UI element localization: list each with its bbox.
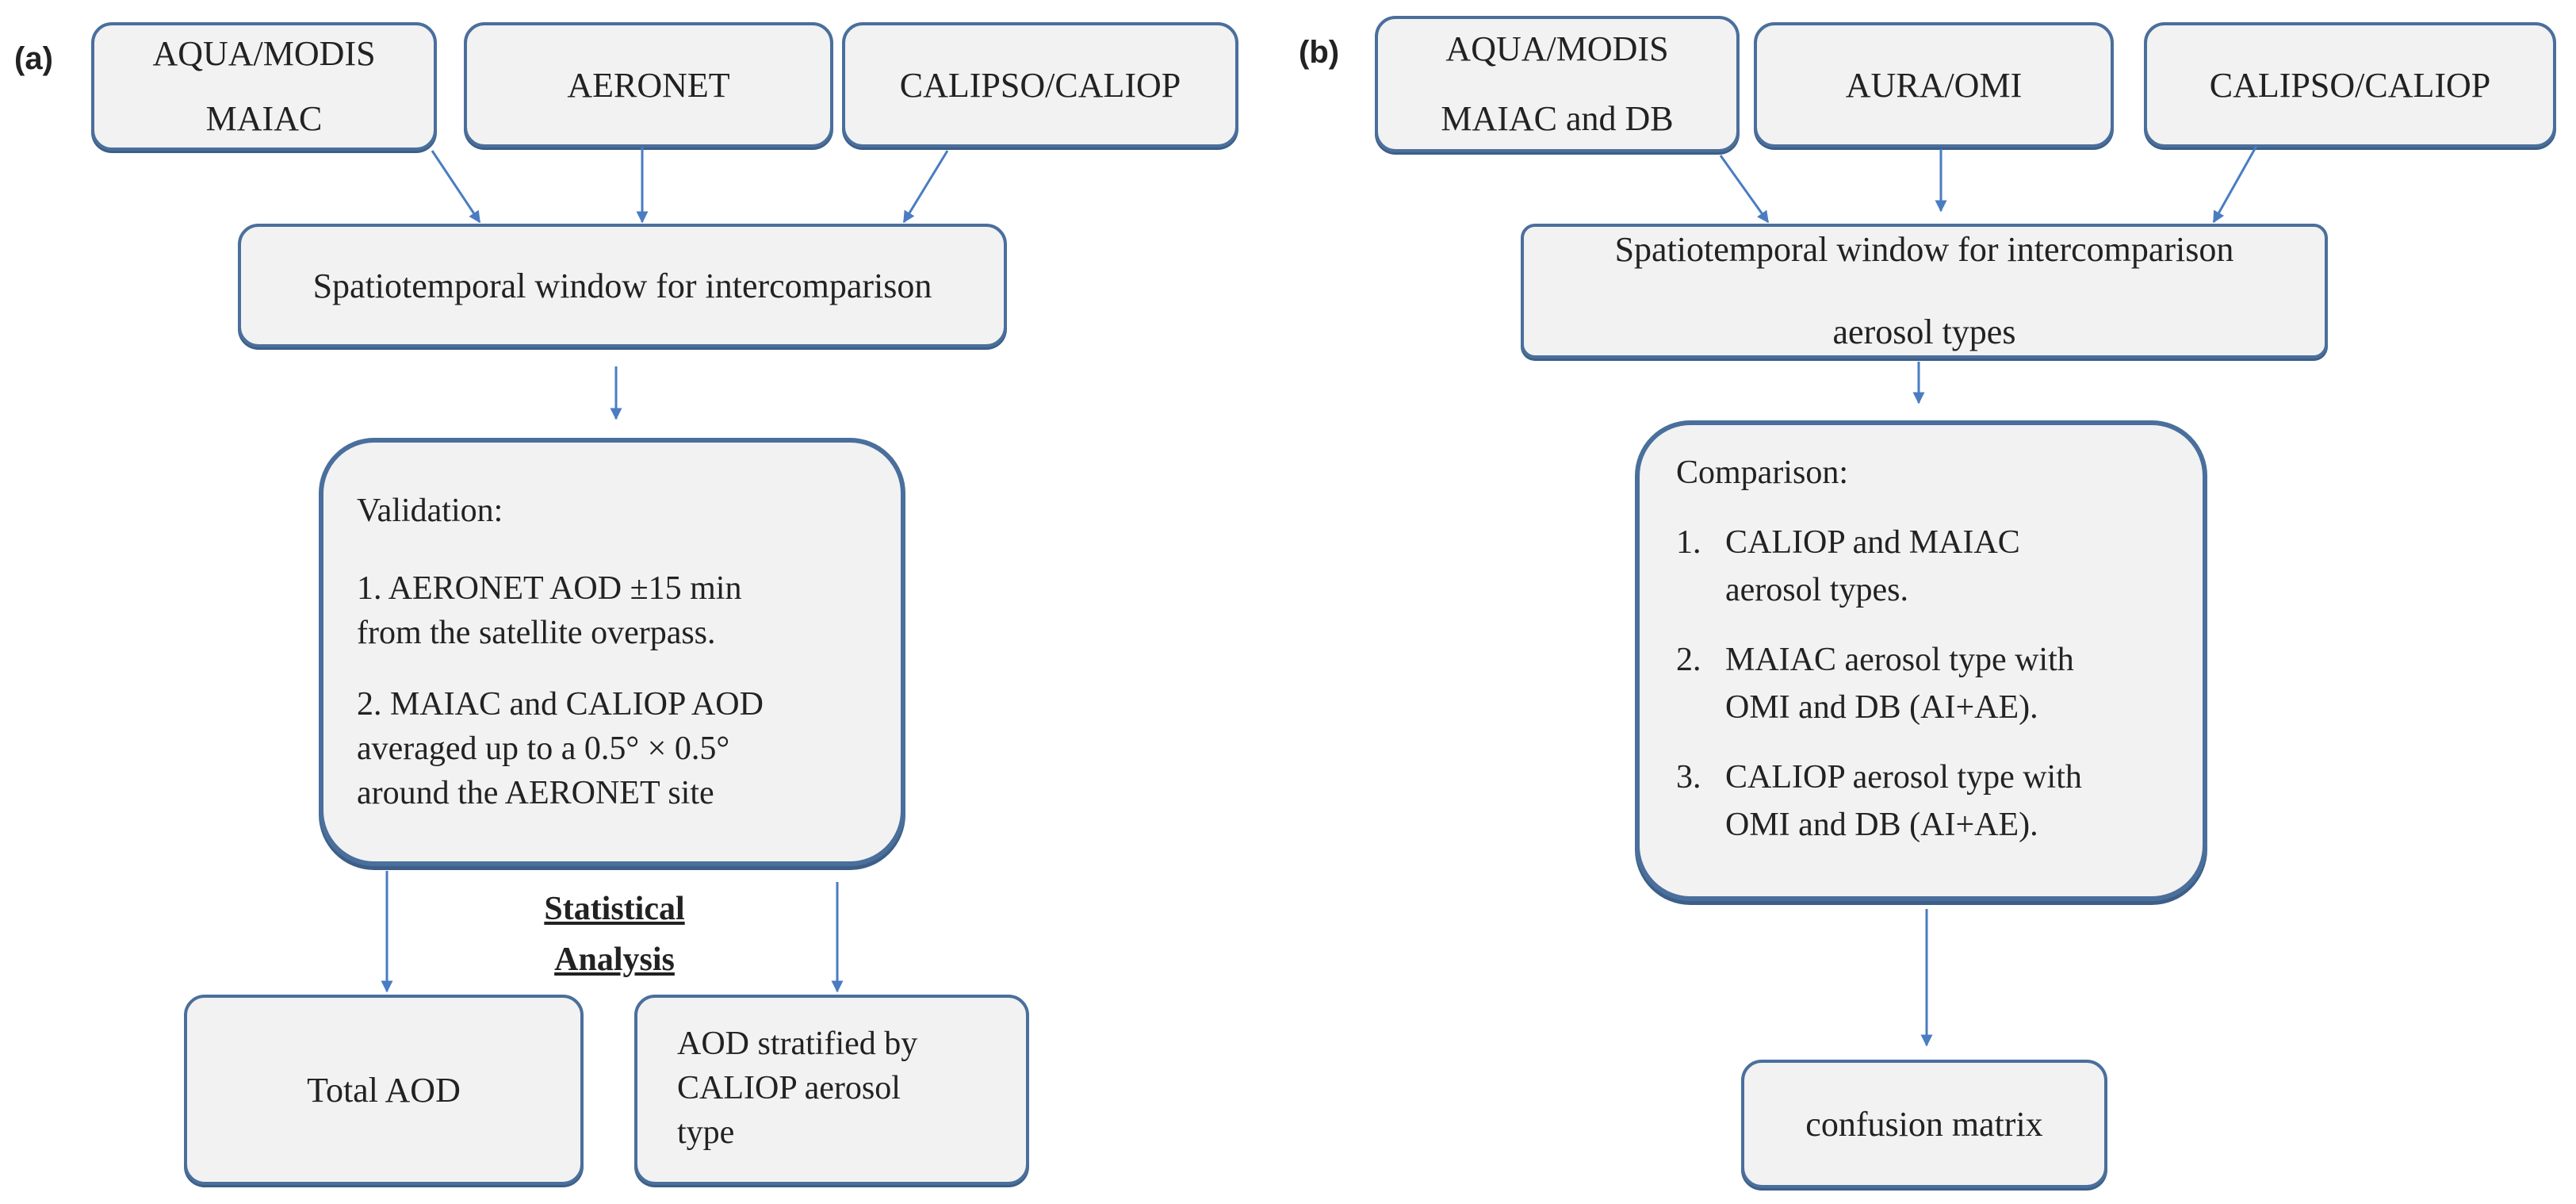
b-window-line2: aerosol types [1832,313,2016,351]
b-item1-line2: aerosol types. [1725,572,1908,608]
a-validation-item2-line2: averaged up to a 0.5° × 0.5° [357,730,730,767]
b-item3-number: 3. [1676,759,1701,796]
a-stratified-line3: type [677,1114,735,1151]
b-window-line1: Spatiotemporal window for intercompariso… [1614,230,2234,269]
arrow-a-calipso-to-window [902,150,949,224]
a-validation-item2-line3: around the AERONET site [357,775,714,811]
arrow-b-calipso-to-window [2212,145,2258,224]
a-aeronet-label: AERONET [567,65,730,105]
b-aqua-line2: MAIAC and DB [1441,99,1674,138]
a-window-box: Spatiotemporal window for intercompariso… [238,224,1007,347]
a-calipso-label: CALIPSO/CALIOP [899,65,1181,105]
a-total-aod-label: Total AOD [307,1070,461,1110]
b-window-box: Spatiotemporal window for intercompariso… [1521,224,2328,359]
b-item3-line1: CALIOP aerosol type with [1725,759,2082,796]
b-comparison-title: Comparison: [1676,454,1848,491]
b-aqua-modis-box: AQUA/MODIS MAIAC and DB [1375,16,1740,152]
b-comparison-item-3: 3. CALIOP aerosol type with OMI and DB (… [1676,753,2203,849]
b-comparison-item-1: 1. CALIOP and MAIAC aerosol types. [1676,519,2203,614]
a-aqua-modis-box: AQUA/MODIS MAIAC [91,22,437,151]
panel-b-label: (b) [1299,35,1340,70]
b-confusion-matrix-box: confusion matrix [1741,1060,2107,1188]
b-item2-line1: MAIAC aerosol type with [1725,642,2074,678]
b-comparison-box: Comparison: 1. CALIOP and MAIAC aerosol … [1635,420,2207,901]
a-validation-title: Validation: [357,493,503,529]
a-statistical-line1: Statistical [544,891,685,927]
panel-a-label: (a) [14,41,53,76]
b-confusion-label: confusion matrix [1805,1104,2043,1144]
a-validation-item1-line2: from the satellite overpass. [357,615,716,651]
a-statistical-analysis-label: Statistical Analysis [492,884,737,985]
b-item2-number: 2. [1676,642,1701,678]
a-aqua-line2: MAIAC [205,99,323,138]
b-calipso-box: CALIPSO/CALIOP [2144,22,2556,148]
a-calipso-box: CALIPSO/CALIOP [842,22,1238,148]
b-comparison-item-2: 2. MAIAC aerosol type with OMI and DB (A… [1676,636,2203,731]
b-item3-line2: OMI and DB (AI+AE). [1725,807,2038,843]
a-total-aod-box: Total AOD [184,995,584,1185]
a-validation-item2-line1: 2. MAIAC and CALIOP AOD [357,686,764,723]
a-aeronet-box: AERONET [464,22,833,148]
b-item2-line2: OMI and DB (AI+AE). [1725,689,2038,726]
arrow-b-aqua-to-window [1719,155,1770,224]
a-validation-box: Validation: 1. AERONET AOD ±15 min from … [319,438,905,866]
a-stratified-line1: AOD stratified by [677,1026,918,1062]
a-stratified-line2: CALIOP aerosol [677,1070,901,1106]
b-aura-omi-box: AURA/OMI [1754,22,2114,148]
b-item1-line1: CALIOP and MAIAC [1725,524,2020,561]
a-stratified-box: AOD stratified by CALIOP aerosol type [634,995,1029,1185]
a-window-label: Spatiotemporal window for intercompariso… [312,266,932,305]
b-calipso-label: CALIPSO/CALIOP [2209,65,2491,105]
a-statistical-line2: Analysis [554,941,675,978]
b-item1-number: 1. [1676,524,1701,561]
a-validation-item1-line1: 1. AERONET AOD ±15 min [357,570,742,607]
b-aura-label: AURA/OMI [1845,65,2023,105]
arrow-a-aqua-to-window [431,150,481,224]
b-aqua-line1: AQUA/MODIS [1445,29,1669,68]
a-aqua-line1: AQUA/MODIS [152,34,376,73]
